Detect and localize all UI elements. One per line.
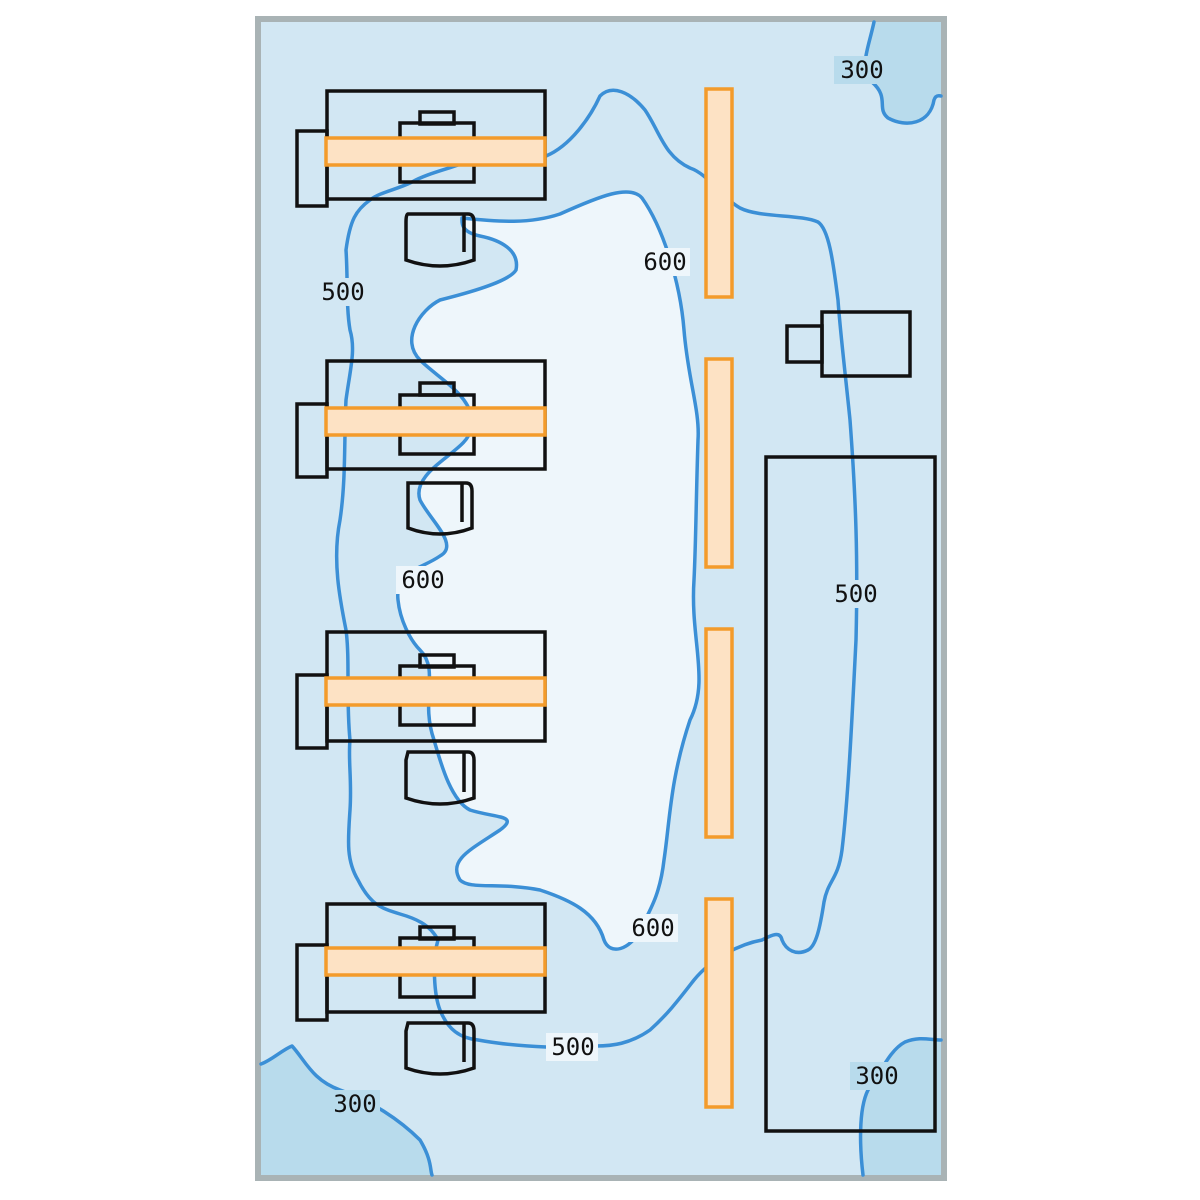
monitor-stand-icon — [418, 110, 456, 126]
luminaire-bar — [704, 627, 734, 839]
pedestal-icon — [295, 943, 329, 1022]
luminaire-bar — [324, 406, 547, 437]
pedestal-icon — [295, 129, 329, 208]
luminaire-bar — [324, 676, 547, 707]
workstation-3 — [295, 630, 547, 806]
chair-icon — [404, 1021, 476, 1076]
workstation-1 — [295, 89, 547, 268]
label-500-left: 500 — [321, 278, 364, 306]
chair-icon — [404, 212, 476, 268]
luminaire-bar — [704, 897, 734, 1109]
label-300-top-right: 300 — [840, 56, 883, 84]
luminaire-bar — [704, 357, 734, 569]
monitor-stand-icon — [418, 925, 456, 941]
label-300-bottom-left: 300 — [333, 1090, 376, 1118]
label-600-lower: 600 — [631, 914, 674, 942]
printer-icon — [785, 310, 912, 378]
monitor-stand-icon — [418, 381, 456, 397]
pedestal-icon — [295, 673, 329, 750]
chair-icon — [404, 750, 476, 806]
workstation-2 — [295, 359, 547, 536]
label-600-upper: 600 — [643, 248, 686, 276]
luminaire-bar — [324, 136, 547, 167]
monitor-stand-icon — [418, 653, 456, 669]
label-600-middle: 600 — [401, 566, 444, 594]
luminaire-bar — [704, 87, 734, 299]
label-500-bottom: 500 — [551, 1033, 594, 1061]
label-300-bottom-right: 300 — [855, 1062, 898, 1090]
workstation-4 — [295, 902, 547, 1076]
pedestal-icon — [295, 402, 329, 479]
vertical-luminaires — [704, 87, 734, 1109]
chair-icon — [406, 481, 474, 536]
luminaire-bar — [324, 946, 547, 977]
isoline-labels: 300 500 600 600 600 500 500 300 300 — [316, 56, 902, 1118]
label-500-right: 500 — [834, 580, 877, 608]
cabinet-icon — [764, 455, 937, 1133]
zone-300-top-right — [864, 22, 941, 124]
isoline-600-center — [396, 190, 701, 951]
